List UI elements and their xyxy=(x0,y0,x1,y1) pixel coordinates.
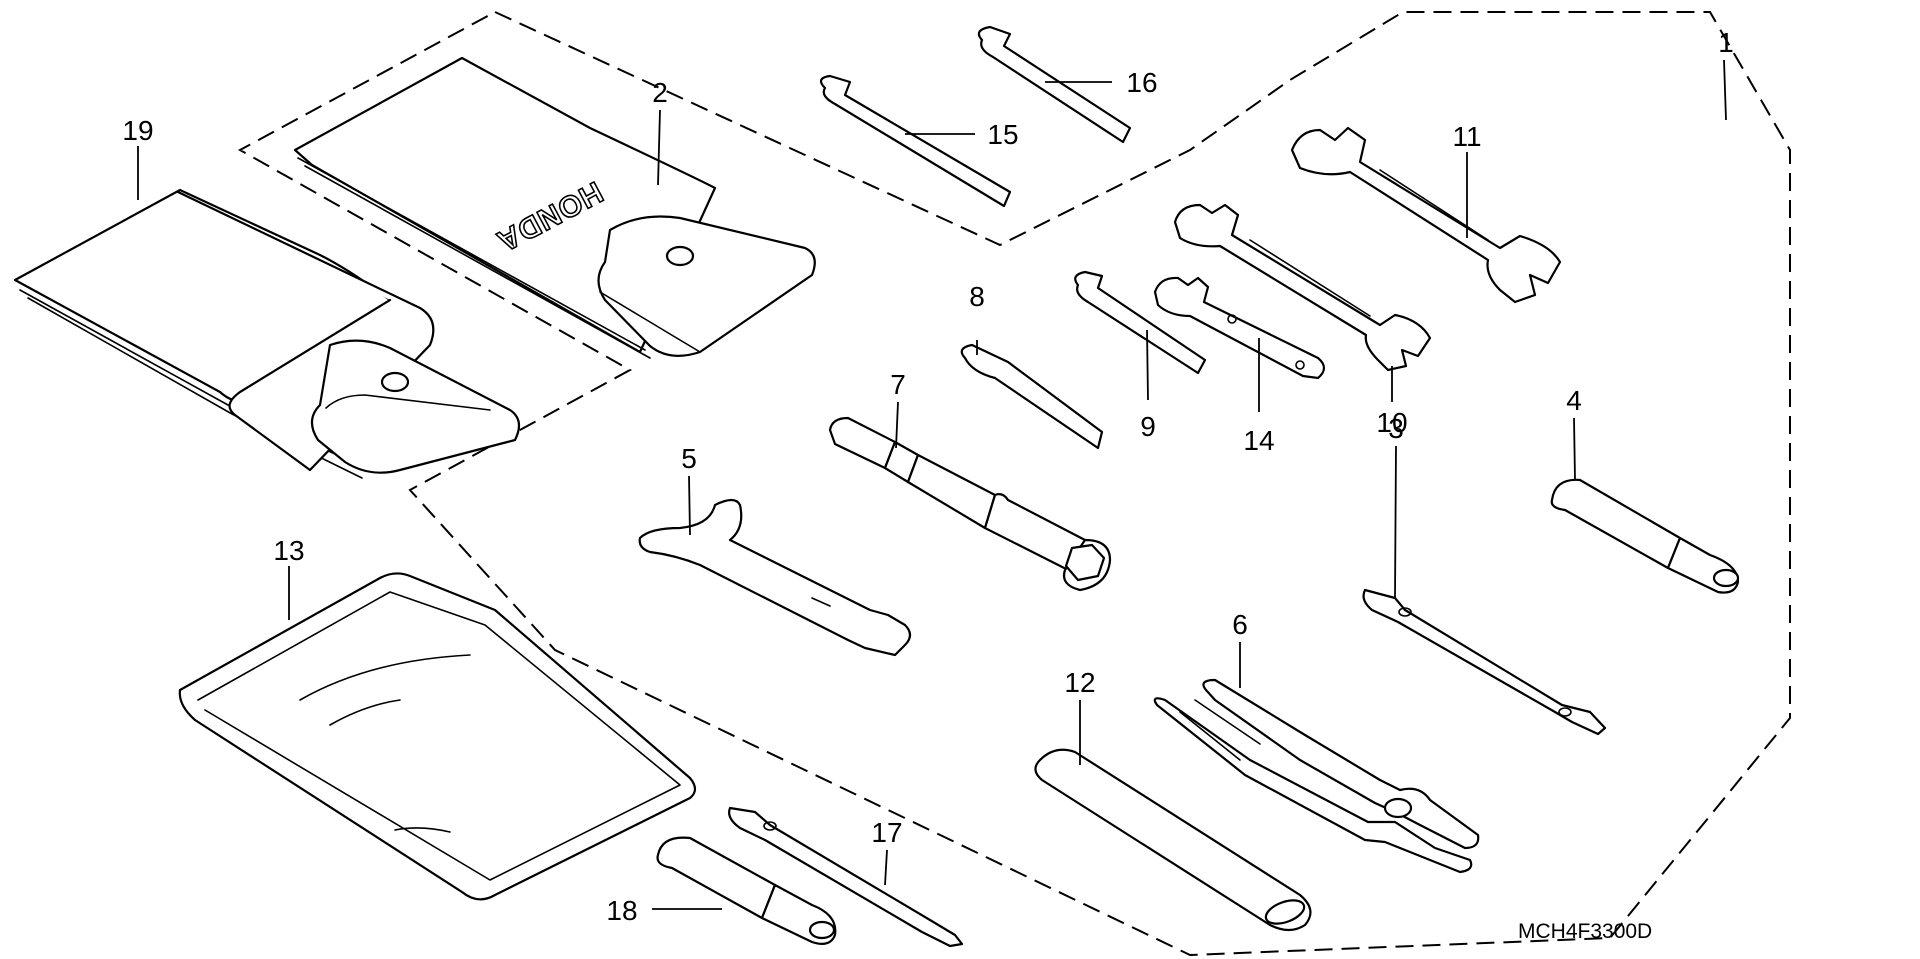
box-wrench-7 xyxy=(828,416,1112,592)
tool-bag-2: HONDA xyxy=(293,56,816,359)
screwdriver-handle-4 xyxy=(1550,478,1740,594)
hex-key-8 xyxy=(960,343,1104,450)
document-pouch-13 xyxy=(178,572,697,901)
callout-13: 13 xyxy=(273,535,304,566)
callout-12: 12 xyxy=(1064,667,1095,698)
hex-key-9 xyxy=(1074,270,1207,375)
callout-5: 5 xyxy=(681,443,697,474)
handle-sleeve-12 xyxy=(1034,748,1312,932)
screwdriver-handle-18 xyxy=(656,836,837,945)
callout-14: 14 xyxy=(1243,425,1274,456)
leader-lines xyxy=(137,59,1727,910)
open-end-wrench-14 xyxy=(1153,276,1326,380)
kit-boundary-outline xyxy=(237,11,1791,957)
callout-11: 11 xyxy=(1452,121,1481,152)
group-boundaries xyxy=(237,11,1791,957)
diagram-code: MCH4F3300D xyxy=(1518,920,1652,943)
callout-4: 4 xyxy=(1566,385,1582,416)
open-end-wrench-10 xyxy=(1173,203,1432,372)
hex-key-16 xyxy=(977,25,1132,144)
hex-key-15 xyxy=(819,74,1012,208)
callout-19: 19 xyxy=(122,115,153,146)
tool-bag-19 xyxy=(13,188,521,479)
callout-8: 8 xyxy=(969,281,985,312)
callout-16: 16 xyxy=(1126,67,1157,98)
callout-2: 2 xyxy=(652,77,668,108)
callout-labels: 1 2 3 4 5 6 7 8 9 10 11 12 13 14 15 16 1… xyxy=(122,27,1733,926)
screwdriver-shaft-17 xyxy=(728,806,964,948)
pliers-6 xyxy=(1153,678,1480,874)
callout-9: 9 xyxy=(1140,411,1156,442)
callout-15: 15 xyxy=(987,119,1018,150)
open-end-wrench-11 xyxy=(1290,126,1562,304)
screwdriver-shaft-3 xyxy=(1362,588,1607,736)
callout-6: 6 xyxy=(1232,609,1248,640)
callout-10: 10 xyxy=(1376,407,1407,438)
callout-1: 1 xyxy=(1718,27,1734,58)
callout-7: 7 xyxy=(890,369,906,400)
callout-3: 3 xyxy=(1388,413,1404,444)
pin-spanner-5 xyxy=(638,498,912,657)
callout-18: 18 xyxy=(606,895,637,926)
callout-17: 17 xyxy=(871,817,902,848)
